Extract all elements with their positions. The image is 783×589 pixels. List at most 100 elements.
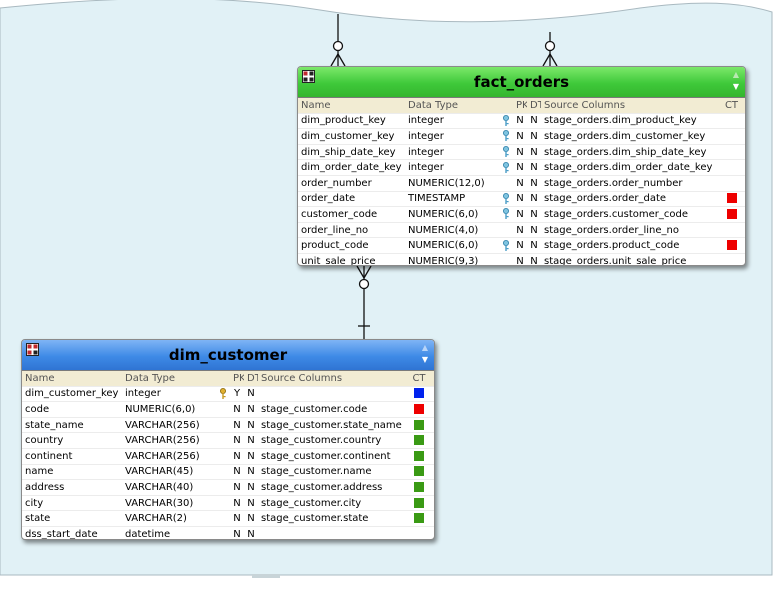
dt-flag-cell: N (244, 464, 258, 481)
ct-cell (718, 206, 745, 223)
column-name-cell: dim_ship_date_key (298, 144, 405, 161)
data-type-cell: NUMERIC(12,0) (405, 175, 499, 192)
change-type-swatch (414, 513, 424, 524)
data-type-cell: integer (405, 144, 499, 161)
dt-flag-cell: N (244, 495, 258, 512)
column-name-cell: dim_order_date_key (298, 159, 405, 176)
column-header: Name (22, 371, 122, 387)
key-icon-cell (216, 432, 230, 449)
pk-flag-cell: N (513, 128, 527, 145)
change-type-swatch (414, 497, 424, 508)
column-name-cell: dim_customer_key (298, 128, 405, 145)
source-column-cell: stage_customer.state_name (258, 417, 404, 434)
source-column-cell: stage_orders.order_line_no (541, 222, 718, 239)
key-icon-cell (216, 510, 230, 527)
column-header: Name (298, 98, 405, 114)
dt-flag-cell: N (244, 526, 258, 539)
data-type-cell: VARCHAR(40) (122, 479, 216, 496)
column-header: DT (244, 371, 258, 387)
column-header: Source Columns (258, 371, 404, 387)
key-icon-cell (216, 464, 230, 481)
dt-flag-cell: N (527, 222, 541, 239)
source-column-cell: stage_orders.unit_sale_price (541, 253, 718, 265)
ct-cell (718, 144, 745, 161)
column-name-cell: continent (22, 448, 122, 465)
change-type-swatch (414, 419, 424, 430)
source-column-cell: stage_customer.city (258, 495, 404, 512)
foreign-key-icon (503, 130, 509, 142)
dt-flag-cell: N (527, 128, 541, 145)
data-type-cell: datetime (122, 526, 216, 539)
foreign-key-icon (503, 114, 509, 126)
ct-cell (404, 401, 434, 418)
arrow-up-icon[interactable]: ▲ (421, 343, 429, 352)
change-type-swatch (726, 193, 737, 204)
column-name-cell: order_number (298, 175, 405, 192)
foreign-key-icon (503, 161, 509, 173)
scroll-arrows[interactable]: ▲ ▼ (420, 342, 430, 366)
dt-flag-cell: N (527, 175, 541, 192)
column-name-cell: order_line_no (298, 222, 405, 239)
column-header (499, 98, 513, 114)
dt-flag-cell: N (244, 479, 258, 496)
dt-flag-cell: N (527, 159, 541, 176)
pk-flag-cell: N (230, 495, 244, 512)
fact-orders-header[interactable]: fact_orders ▲ ▼ (298, 67, 745, 98)
data-type-cell: NUMERIC(6,0) (405, 206, 499, 223)
data-type-cell: NUMERIC(6,0) (405, 237, 499, 254)
data-type-cell: VARCHAR(2) (122, 510, 216, 527)
column-header: Source Columns (541, 98, 718, 114)
table-grid-icon (26, 343, 39, 356)
column-header: PK (230, 371, 244, 387)
ct-cell (718, 113, 745, 130)
key-icon-cell (216, 401, 230, 418)
change-type-swatch (414, 481, 424, 492)
source-column-cell: stage_orders.dim_customer_key (541, 128, 718, 145)
change-type-swatch (726, 240, 737, 251)
ct-cell (718, 222, 745, 239)
column-name-cell: dim_product_key (298, 113, 405, 130)
arrow-up-icon[interactable]: ▲ (732, 70, 740, 79)
data-type-cell: VARCHAR(256) (122, 417, 216, 434)
table-title: fact_orders (473, 73, 570, 91)
dim-customer-header[interactable]: dim_customer ▲ ▼ (22, 340, 434, 371)
arrow-down-icon[interactable]: ▼ (421, 355, 429, 364)
key-icon-cell (216, 495, 230, 512)
arrow-down-icon[interactable]: ▼ (732, 82, 740, 91)
data-type-cell: VARCHAR(256) (122, 448, 216, 465)
data-type-cell: NUMERIC(6,0) (122, 401, 216, 418)
pk-flag-cell: N (230, 526, 244, 539)
column-header: CT (404, 371, 434, 387)
key-icon-cell (216, 386, 230, 403)
ct-cell (718, 237, 745, 254)
ct-cell (404, 432, 434, 449)
pk-flag-cell: N (513, 175, 527, 192)
pk-flag-cell: N (230, 510, 244, 527)
scroll-arrows[interactable]: ▲ ▼ (731, 69, 741, 93)
